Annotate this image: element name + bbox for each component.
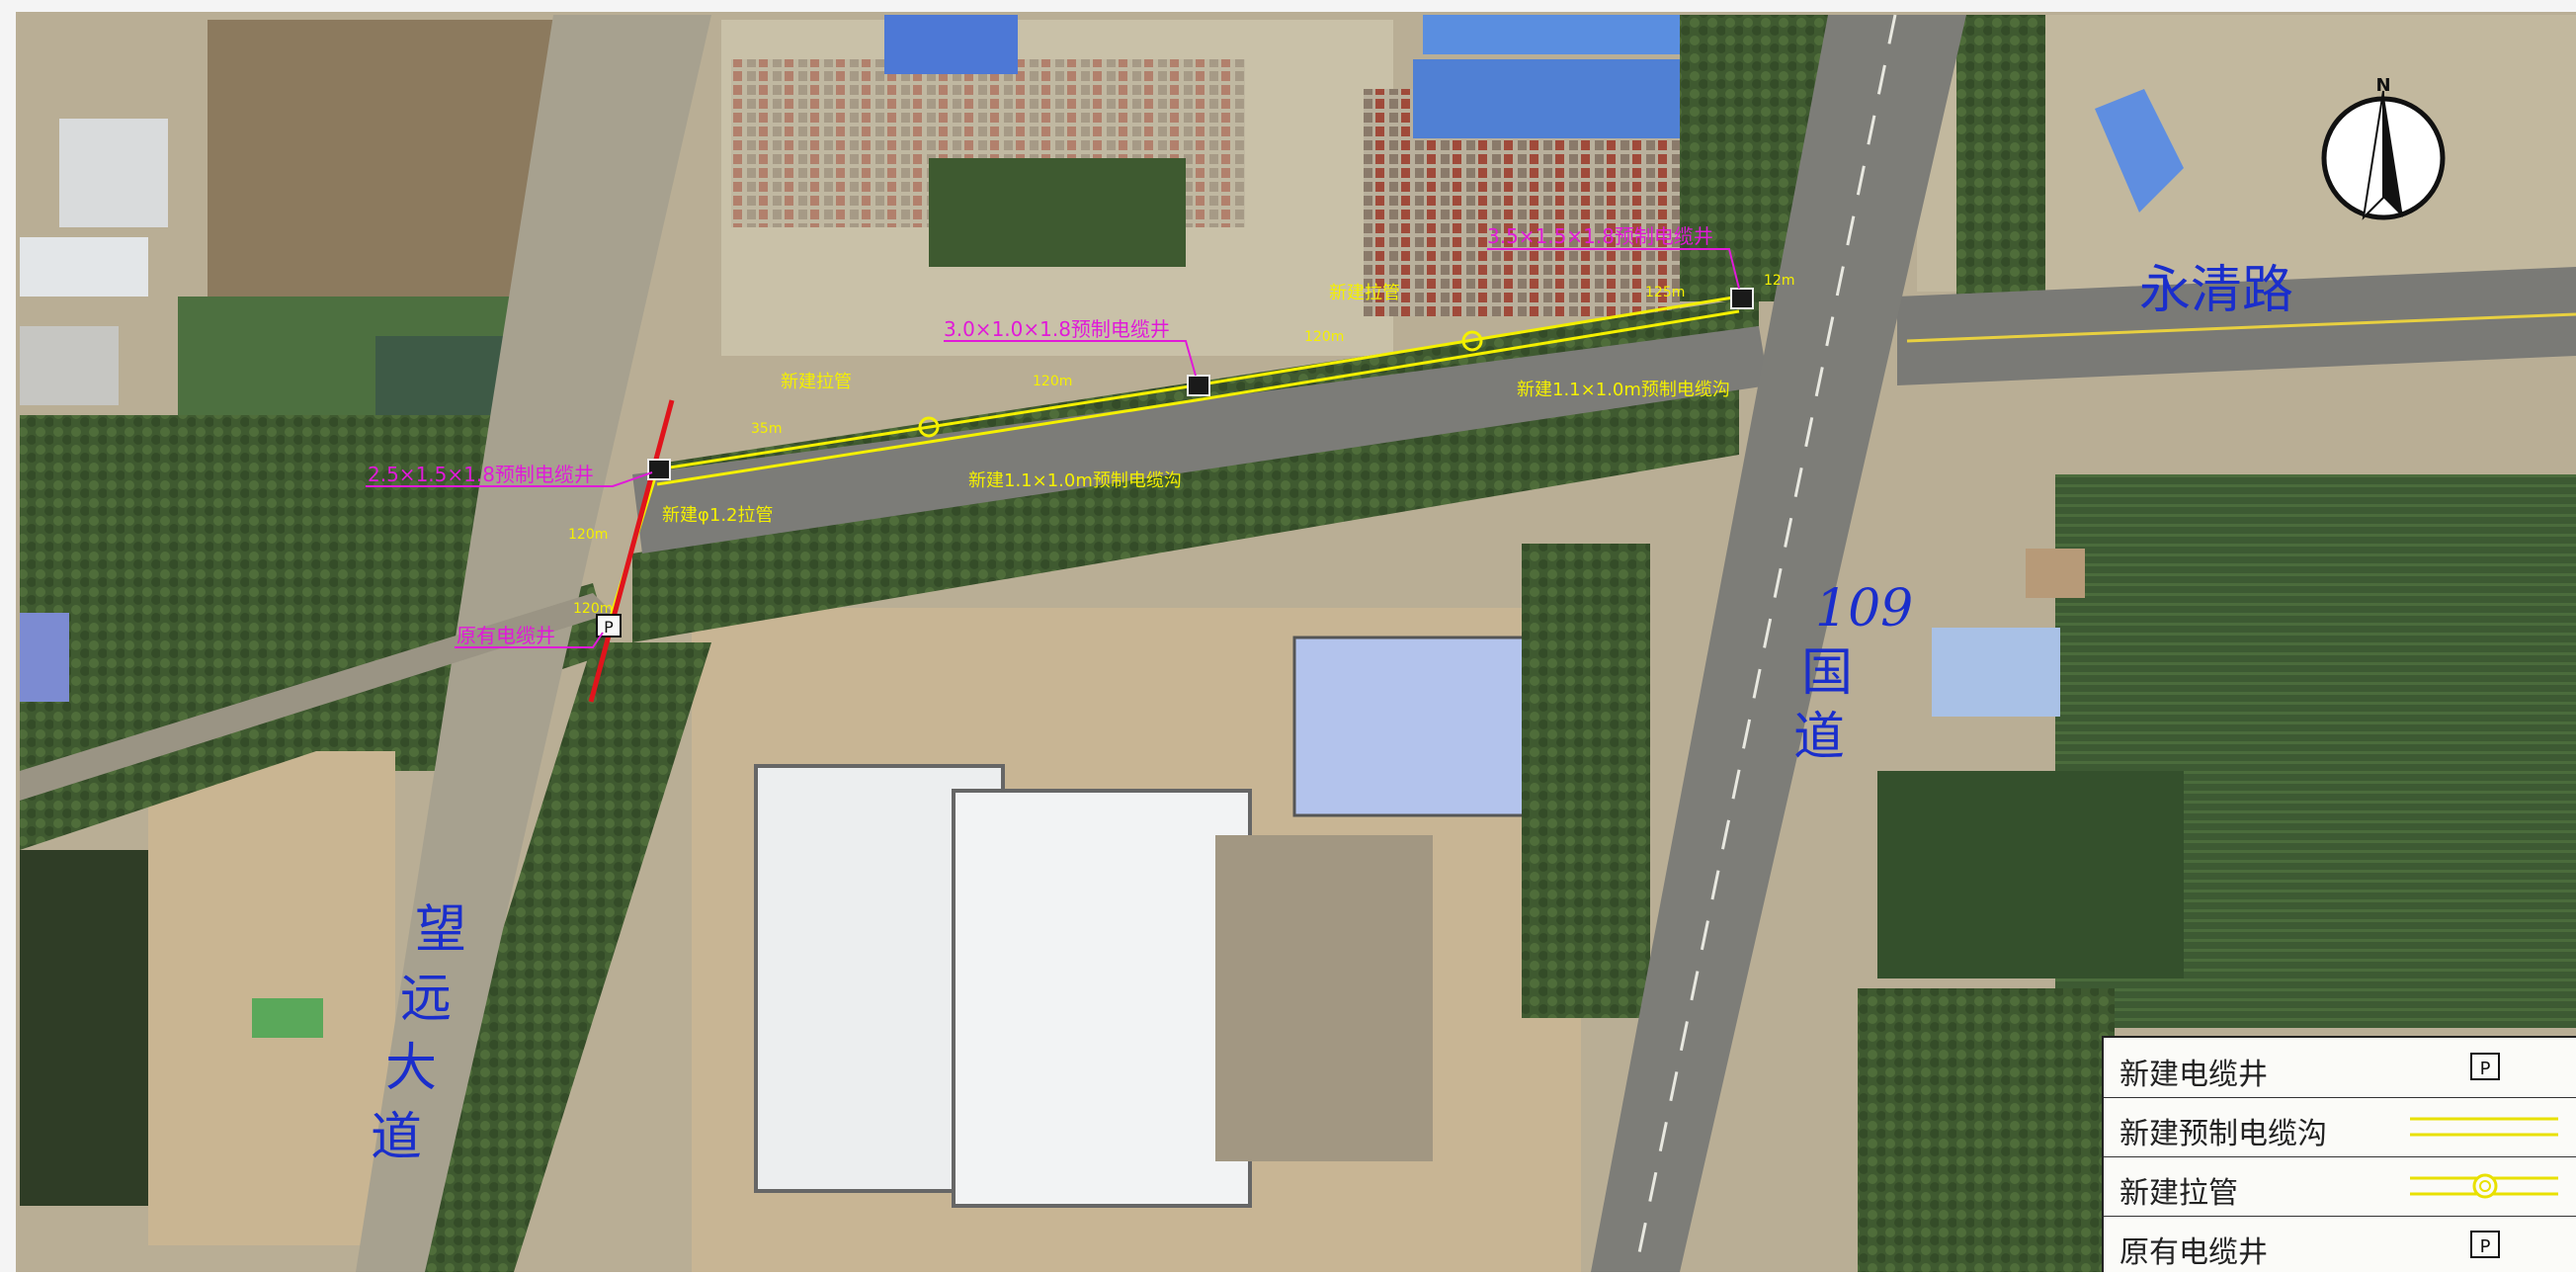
svg-text:P: P (2480, 1236, 2491, 1257)
leader-well-c (366, 471, 653, 487)
trees-east-lower (1858, 988, 2115, 1272)
building-blue-top (884, 15, 1018, 74)
road-label-wangyuan-part: 望 (415, 900, 467, 960)
pipe-symbol-2 (1461, 330, 1483, 352)
warehouse-large-right (952, 789, 1252, 1208)
cut-line (588, 399, 675, 703)
svg-text:P: P (604, 618, 614, 637)
road-label-yongqing: 永清路 (2139, 261, 2294, 320)
legend-label: 原有电缆井 (2119, 1235, 2268, 1270)
label-well-c: 2.5×1.5×1.8预制电缆井 (368, 463, 594, 486)
trees-wangyuan-east (395, 642, 711, 1272)
road-yongqing-center (1906, 312, 2576, 343)
map-frame-top (0, 0, 2576, 12)
building-left-3 (20, 326, 119, 405)
road-wangyuan (356, 15, 711, 1272)
green-belt-main (632, 376, 1739, 642)
warehouse-grey (1215, 835, 1433, 1161)
road-label-109-part: 国 (1801, 643, 1854, 703)
leader-well-a (1487, 248, 1740, 290)
label-length-1: 120m (1304, 329, 1344, 345)
new-cable-well-icon: P (2470, 1053, 2500, 1080)
trees-center-right (1522, 544, 1650, 1018)
label-well-a: 3.5×1.5×1.8预制电缆井 (1487, 224, 1713, 248)
existing-cable-well-icon: P (2470, 1231, 2500, 1258)
farmland-east-2 (1877, 771, 2184, 978)
green-patch-top (929, 158, 1186, 267)
warehouse-east (1932, 628, 2060, 717)
pipe-symbol-1 (918, 416, 940, 438)
legend-row-new-well: 新建电缆井 P (2104, 1038, 2576, 1098)
building-blue-2 (1413, 59, 1690, 138)
north-arrow-icon: N (2321, 75, 2446, 220)
label-length-4: 125m (1645, 285, 1685, 300)
trees-east-strip (1956, 15, 2045, 301)
legend: 新建电缆井 P 新建预制电缆沟 新建拉管 原有电缆井 P (2102, 1036, 2576, 1272)
road-label-wangyuan-part: 道 (371, 1108, 423, 1167)
new-trench-icon (2410, 1117, 2558, 1137)
road-label-109-part: 道 (1793, 708, 1846, 767)
map-frame-left (0, 0, 16, 1272)
cable-well-2[interactable] (1187, 375, 1210, 396)
label-length-5: 120m (568, 527, 608, 543)
building-east-blue (2095, 89, 2184, 212)
legend-label: 新建拉管 (2119, 1176, 2238, 1211)
road-diagonal-sw (20, 593, 613, 801)
building-left-2 (20, 237, 148, 297)
label-length-3: 35m (751, 421, 782, 437)
legend-label: 新建电缆井 (2119, 1058, 2268, 1092)
legend-row-new-pipe: 新建拉管 (2104, 1156, 2576, 1217)
legend-row-existing-well: 原有电缆井 P (2104, 1216, 2576, 1275)
cable-well-3[interactable] (1730, 288, 1754, 309)
label-existing-well: 原有电缆井 (457, 624, 555, 647)
north-label: N (2375, 75, 2390, 96)
leader-existing (455, 632, 604, 648)
label-trench-a: 新建1.1×1.0m预制电缆沟 (1517, 380, 1730, 400)
legend-label: 新建预制电缆沟 (2119, 1117, 2327, 1151)
label-trench-b: 新建1.1×1.0m预制电缆沟 (968, 470, 1182, 491)
road-label-wangyuan-part: 大 (385, 1039, 438, 1098)
warehouse-blue-center (1292, 636, 1543, 817)
road-yongqing-east (1897, 267, 2576, 385)
label-length-2: 120m (1033, 374, 1072, 389)
label-pipe-b: 新建拉管 (781, 372, 852, 392)
building-blue-1 (1423, 15, 1700, 54)
cable-well-1[interactable] (647, 459, 671, 480)
cable-trench-south (656, 309, 1740, 486)
new-pipe-icon (2410, 1173, 2558, 1199)
label-pipe-a: 新建拉管 (1329, 283, 1400, 303)
building-left-1 (59, 119, 168, 227)
legend-row-new-trench: 新建预制电缆沟 (2104, 1097, 2576, 1157)
leader-well-b (944, 340, 1197, 377)
road-label-wangyuan-part: 远 (400, 970, 453, 1029)
label-length-7: 12m (1764, 273, 1794, 289)
building-east-small (2026, 549, 2085, 598)
svg-text:P: P (2480, 1059, 2491, 1079)
small-building-green (252, 998, 323, 1038)
building-left-4 (20, 613, 69, 702)
label-pipe-c: 新建φ1.2拉管 (662, 505, 774, 526)
existing-cable-well[interactable]: P (596, 614, 622, 638)
label-length-6: 120m (573, 601, 613, 617)
label-well-b: 3.0×1.0×1.8预制电缆井 (944, 317, 1170, 341)
road-yongqing-west (632, 326, 1769, 553)
road-109 (1591, 15, 1966, 1272)
road-label-109-part: 109 (1815, 579, 1914, 638)
road-109-center (1633, 14, 1897, 1272)
